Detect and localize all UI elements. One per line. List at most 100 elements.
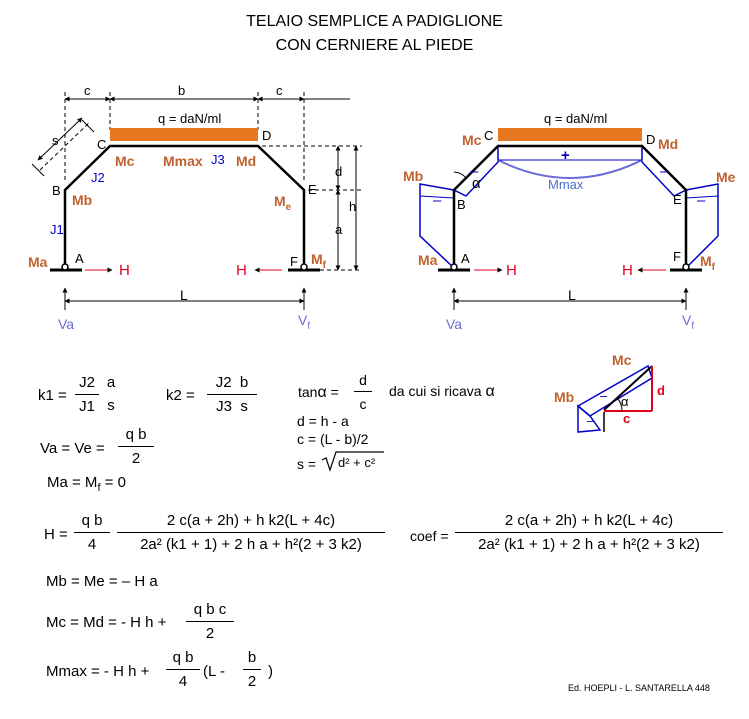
right-node-C: C (484, 128, 494, 143)
Va-fraction: q b 2 (118, 425, 154, 469)
left-dim-s-tick-1 (31, 163, 45, 177)
Mmax-lhs: Mmax = - H h + (46, 663, 150, 680)
left-frame (31, 92, 362, 310)
right-label-Mmax: Mmax (548, 177, 584, 192)
right-frame-members (452, 144, 688, 268)
right-minus-ab: – (433, 192, 442, 209)
left-label-Md: Md (236, 153, 257, 169)
right-node-B: B (457, 197, 466, 212)
right-support-f-hinge (682, 263, 690, 271)
right-label-L: L (568, 287, 576, 303)
right-node-D: D (646, 132, 656, 147)
k1-den: J1 (79, 398, 95, 415)
left-label-J2: J2 (91, 170, 105, 185)
H-den1: 4 (87, 536, 97, 553)
small-minus-1: – (600, 388, 608, 403)
small-label-Mc: Mc (612, 352, 632, 368)
left-label-Ma: Ma (28, 254, 48, 270)
small-moment-polygon (576, 364, 653, 417)
right-label-Mb: Mb (403, 168, 424, 184)
left-label-a: a (335, 222, 343, 237)
c-equation: c = (L - b)/2 (297, 431, 369, 447)
coef-fraction: 2 c(a + 2h) + h k2(L + 4c) 2a² (k1 + 1) +… (455, 511, 723, 555)
right-node-E: E (673, 192, 682, 207)
k2-den: J3 s (216, 398, 248, 415)
Mmax-num: q b (172, 649, 194, 666)
right-alpha-arc (453, 171, 467, 179)
small-member (603, 365, 653, 411)
Mc-fraction: q b c 2 (186, 600, 234, 644)
Mc-den: 2 (205, 625, 215, 642)
right-moment-ab-divider (419, 195, 455, 199)
left-dim-s-tick-2 (81, 119, 95, 133)
Mmax-paren-open: (L - (203, 663, 225, 680)
Mc-num: q b c (193, 601, 227, 618)
k1-num2: a (106, 374, 116, 391)
left-support-a-hinge (61, 263, 69, 271)
left-label-Mb: Mb (72, 192, 93, 208)
small-label-Mb: Mb (554, 389, 575, 405)
tan-lhs: tanα = (298, 384, 339, 401)
left-label-Me: Me (274, 193, 292, 213)
s-lhs: s = (297, 456, 317, 472)
left-label-b: b (178, 83, 186, 98)
Va-den: 2 (131, 450, 141, 467)
right-node-A: A (461, 251, 470, 266)
coef-lhs: coef = (410, 528, 449, 544)
right-plus-sign: + (561, 147, 570, 164)
left-label-c1: c (84, 83, 91, 98)
left-node-C: C (97, 137, 107, 152)
left-node-D: D (262, 128, 272, 143)
small-alpha-arc (616, 397, 623, 412)
sqrt-radical (321, 451, 384, 472)
left-label-H-right: H (236, 262, 247, 279)
small-moment-lower (577, 404, 602, 433)
title-line-1: TELAIO SEMPLICE A PADIGLIONE (246, 13, 503, 30)
k1-lhs: k1 = (38, 387, 67, 404)
tan-num: d (359, 372, 367, 388)
tan-den: c (359, 396, 367, 412)
right-load-label: q = daN/ml (544, 111, 608, 126)
small-label-d: d (657, 383, 665, 398)
left-label-L: L (180, 287, 188, 303)
right-label-H-right: H (622, 262, 633, 279)
right-label-Me: Me (716, 169, 736, 185)
right-minus-de: – (660, 163, 669, 180)
left-label-h: h (349, 199, 357, 214)
left-label-c2: c (276, 83, 283, 98)
H-num1: q b (81, 512, 103, 529)
coef-num: 2 c(a + 2h) + h k2(L + 4c) (504, 512, 674, 529)
H-fraction-1: q b 4 (74, 511, 110, 555)
Mb-equation: Mb = Me = – H a (46, 573, 158, 590)
left-label-Mf: Mf (311, 251, 327, 271)
right-support-a-hinge (450, 263, 458, 271)
H-den2: 2a² (k1 + 1) + 2 h a + h²(2 + 3 k2) (140, 536, 362, 553)
title-line-2: CON CERNIERE AL PIEDE (275, 37, 474, 54)
right-moment-ef-divider (685, 195, 719, 199)
left-load-bar (110, 128, 258, 141)
k1-num: J2 (79, 374, 95, 391)
tan-text: da cui si ricava α (389, 383, 495, 400)
right-label-Vf: Vf (682, 312, 695, 332)
k2-num: J2 b (215, 374, 249, 391)
left-label-J1: J1 (50, 222, 64, 237)
Ma-equation: Ma = Mf = 0 (47, 474, 126, 494)
k2-lhs: k2 = (166, 387, 195, 404)
Va-num: q b (125, 426, 147, 443)
Va-lhs: Va = Ve = (40, 440, 105, 457)
left-label-H-left: H (119, 262, 130, 279)
s-radicand: d² + c² (338, 455, 376, 470)
left-label-s: s (52, 133, 59, 148)
d-equation: d = h - a (297, 413, 349, 429)
H-lhs: H = (44, 526, 68, 543)
right-label-Va: Va (446, 316, 463, 332)
left-label-Va: Va (58, 316, 75, 332)
coef-den: 2a² (k1 + 1) + 2 h a + h²(2 + 3 k2) (478, 536, 700, 553)
right-moment-parabola (497, 159, 643, 179)
